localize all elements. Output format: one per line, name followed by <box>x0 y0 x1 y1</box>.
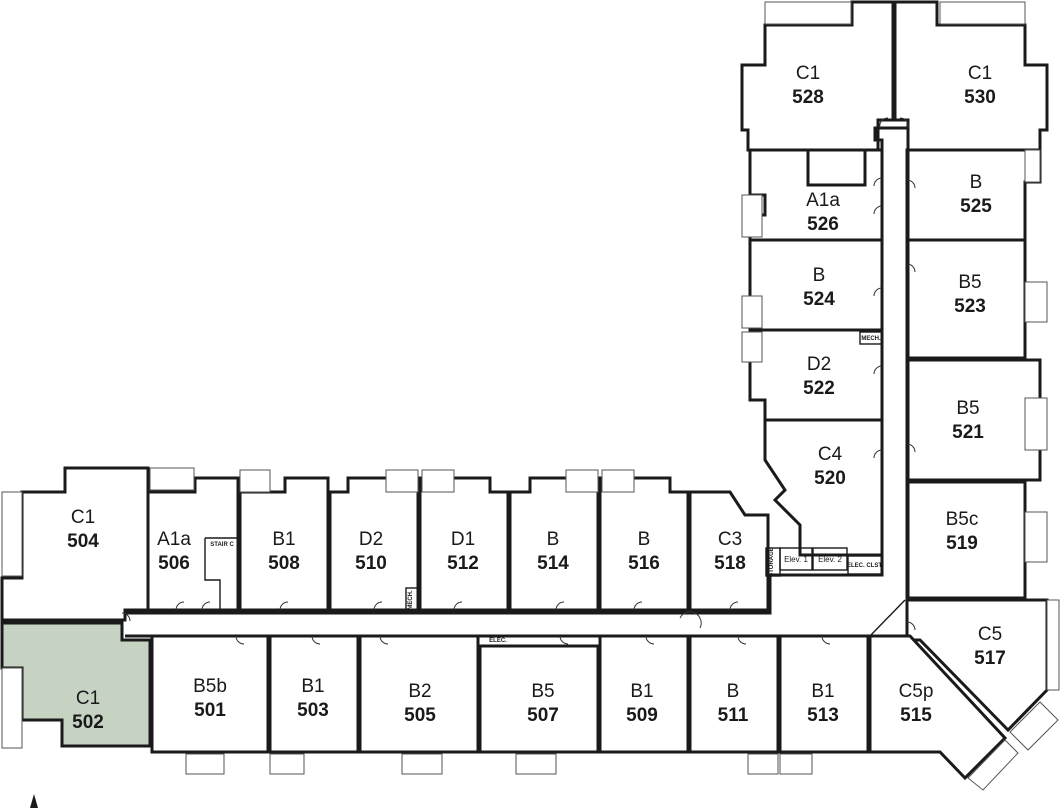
unit-522[interactable]: D2 522 <box>748 328 884 422</box>
unit-number-label: 514 <box>537 553 569 574</box>
elevator-1-label: Elev. 1 <box>784 555 808 564</box>
unit-509[interactable]: B1 509 <box>598 634 690 754</box>
unit-520[interactable]: C4 520 <box>763 418 884 557</box>
unit-number-label: 502 <box>72 712 104 733</box>
unit-number-label: 506 <box>158 553 190 574</box>
unit-number-label: 528 <box>792 87 824 108</box>
unit-526[interactable]: A1a 526 <box>748 148 884 242</box>
unit-number-label: 510 <box>355 553 387 574</box>
unit-505[interactable]: B2 505 <box>358 634 480 754</box>
unit-type-label: D1 <box>451 529 475 550</box>
unit-type-label: B1 <box>301 676 324 697</box>
unit-530[interactable]: C1 530 <box>893 0 1049 152</box>
unit-number-label: 526 <box>807 214 839 235</box>
unit-type-label: A1a <box>806 190 840 211</box>
unit-type-label: D2 <box>807 354 831 375</box>
unit-number-label: 524 <box>803 289 835 310</box>
unit-number-label: 523 <box>954 296 986 317</box>
unit-type-label: C4 <box>818 444 843 465</box>
unit-501[interactable]: B5b 501 <box>150 634 270 754</box>
unit-519[interactable]: B5c 519 <box>905 480 1027 600</box>
unit-525[interactable]: B 525 <box>905 148 1042 242</box>
storage-label: STORAGE <box>769 547 775 577</box>
unit-521[interactable]: B5 521 <box>905 358 1042 482</box>
unit-number-label: 522 <box>803 378 835 399</box>
elec-label: ELEC. <box>489 638 507 644</box>
unit-number-label: 521 <box>952 422 984 443</box>
unit-type-label: B5 <box>956 398 979 419</box>
unit-518[interactable]: C3 518 <box>688 490 770 612</box>
unit-504[interactable]: C1 504 <box>0 466 150 622</box>
unit-type-label: B5 <box>958 272 981 293</box>
unit-number-label: 504 <box>67 531 99 552</box>
unit-type-label: C1 <box>796 63 820 84</box>
unit-type-label: B1 <box>811 681 834 702</box>
unit-type-label: B <box>813 265 826 286</box>
unit-number-label: 525 <box>960 196 992 217</box>
unit-type-label: B1 <box>630 681 653 702</box>
unit-type-label: B2 <box>408 681 431 702</box>
unit-number-label: 518 <box>714 553 746 574</box>
unit-512[interactable]: D1 512 <box>418 476 510 612</box>
unit-number-label: 530 <box>964 87 996 108</box>
unit-515[interactable]: C5p 515 <box>868 634 1008 781</box>
unit-type-label: B5b <box>193 676 227 697</box>
unit-number-label: 513 <box>807 705 839 726</box>
unit-510[interactable]: D2 510 <box>328 476 420 612</box>
unit-type-label: B <box>547 529 560 550</box>
unit-number-label: 515 <box>900 705 932 726</box>
unit-type-label: A1a <box>157 529 191 550</box>
unit-type-label: B <box>638 529 651 550</box>
unit-514[interactable]: B 514 <box>508 476 600 612</box>
unit-523[interactable]: B5 523 <box>905 238 1027 360</box>
unit-number-label: 516 <box>628 553 660 574</box>
unit-number-label: 501 <box>194 700 226 721</box>
unit-type-label: C5 <box>978 624 1002 645</box>
north-arrow-icon <box>30 794 38 808</box>
unit-type-label: B <box>727 681 740 702</box>
unit-type-label: C1 <box>76 688 100 709</box>
windows <box>1 1 1060 791</box>
unit-type-label: C3 <box>718 529 742 550</box>
unit-type-label: B5 <box>531 681 554 702</box>
mech-label: MECH. <box>408 590 414 610</box>
unit-508[interactable]: B1 508 <box>238 476 330 612</box>
unit-524[interactable]: B 524 <box>748 238 884 332</box>
unit-type-label: C1 <box>71 507 95 528</box>
unit-number-label: 507 <box>527 705 559 726</box>
unit-number-label: 520 <box>814 468 846 489</box>
unit-511[interactable]: B 511 <box>688 634 780 754</box>
unit-513[interactable]: B1 513 <box>778 634 870 754</box>
unit-516[interactable]: B 516 <box>598 476 690 612</box>
unit-type-label: C5p <box>899 681 934 702</box>
doors <box>121 117 916 645</box>
unit-type-label: B1 <box>272 529 295 550</box>
unit-506[interactable]: A1a 506 <box>146 476 240 612</box>
unit-number-label: 509 <box>626 705 658 726</box>
unit-number-label: 511 <box>718 705 749 726</box>
unit-number-label: 505 <box>404 705 436 726</box>
stair-c-label: STAIR C <box>210 542 234 548</box>
unit-number-label: 508 <box>268 553 300 574</box>
unit-number-label: 517 <box>974 648 1006 669</box>
unit-number-label: 503 <box>297 700 329 721</box>
unit-type-label: B <box>970 172 983 193</box>
mech-label: MECH. <box>861 336 881 342</box>
unit-type-label: D2 <box>359 529 383 550</box>
unit-number-label: 519 <box>946 533 978 554</box>
elevator-core: STORAGE Elev. 1 Elev. 2 ELEC. CLST. <box>765 547 883 577</box>
unit-number-label: 512 <box>447 553 479 574</box>
unit-507[interactable]: B5 507 <box>478 644 600 754</box>
unit-528[interactable]: C1 528 <box>740 0 895 152</box>
corridor <box>125 126 910 638</box>
unit-502[interactable]: C1 502 <box>0 621 152 748</box>
elevator-2-label: Elev. 2 <box>818 555 842 564</box>
unit-type-label: B5c <box>946 509 979 530</box>
elec-closet-label: ELEC. CLST. <box>847 563 883 569</box>
unit-type-label: C1 <box>968 63 992 84</box>
unit-503[interactable]: B1 503 <box>268 634 360 754</box>
